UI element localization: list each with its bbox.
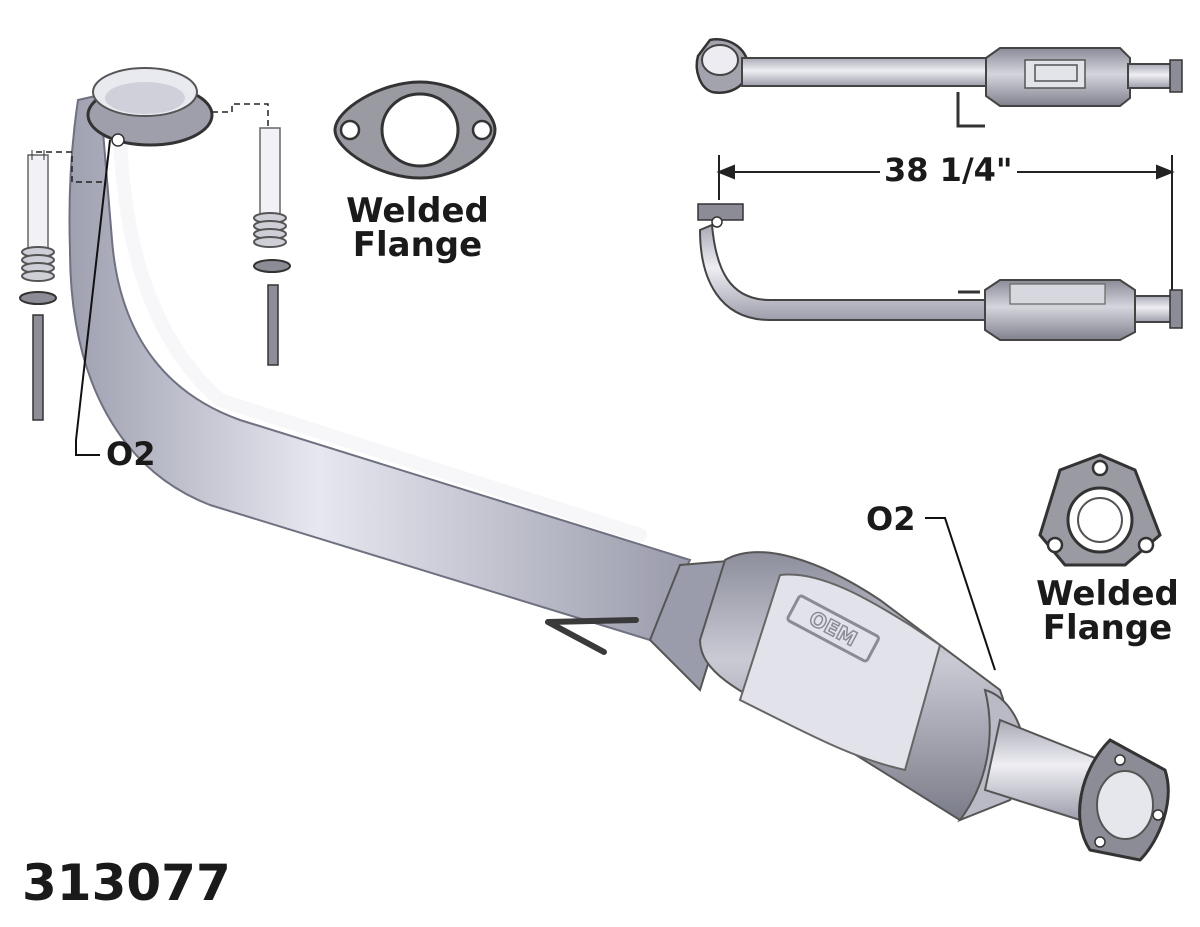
welded-flange-label-right: Welded Flange [1020,577,1195,645]
inset-top-view [695,38,1183,128]
heat-shield [738,573,942,772]
welded-flange-label-right-line1: Welded [1036,574,1179,614]
three-bolt-gasket-icon [1038,453,1162,567]
welded-flange-label-left: Welded Flange [330,194,505,262]
o2-sensor-label-right: O2 [866,500,916,538]
welded-flange-label-left-line2: Flange [352,225,483,265]
o2-leader-left [75,139,111,456]
bolt-spring-right [253,127,291,366]
o2-leader-right [925,517,996,671]
front-pipe-body [68,93,692,642]
welded-flange-label-right-line2: Flange [1042,608,1173,648]
main-pipe [68,67,692,642]
o2-sensor-label-left: O2 [106,435,156,473]
welded-flange-label-left-line1: Welded [346,191,489,231]
bolt-spring-left [19,150,57,421]
overall-length-label: 38 1/4" [880,154,1017,186]
inset-side-view [697,203,1183,341]
assembly-lines [36,103,269,183]
two-bolt-gasket-icon [333,80,497,180]
part-number: 313077 [22,854,231,912]
catalytic-converter: OEM [648,551,1170,862]
hanger-bracket [545,617,639,655]
